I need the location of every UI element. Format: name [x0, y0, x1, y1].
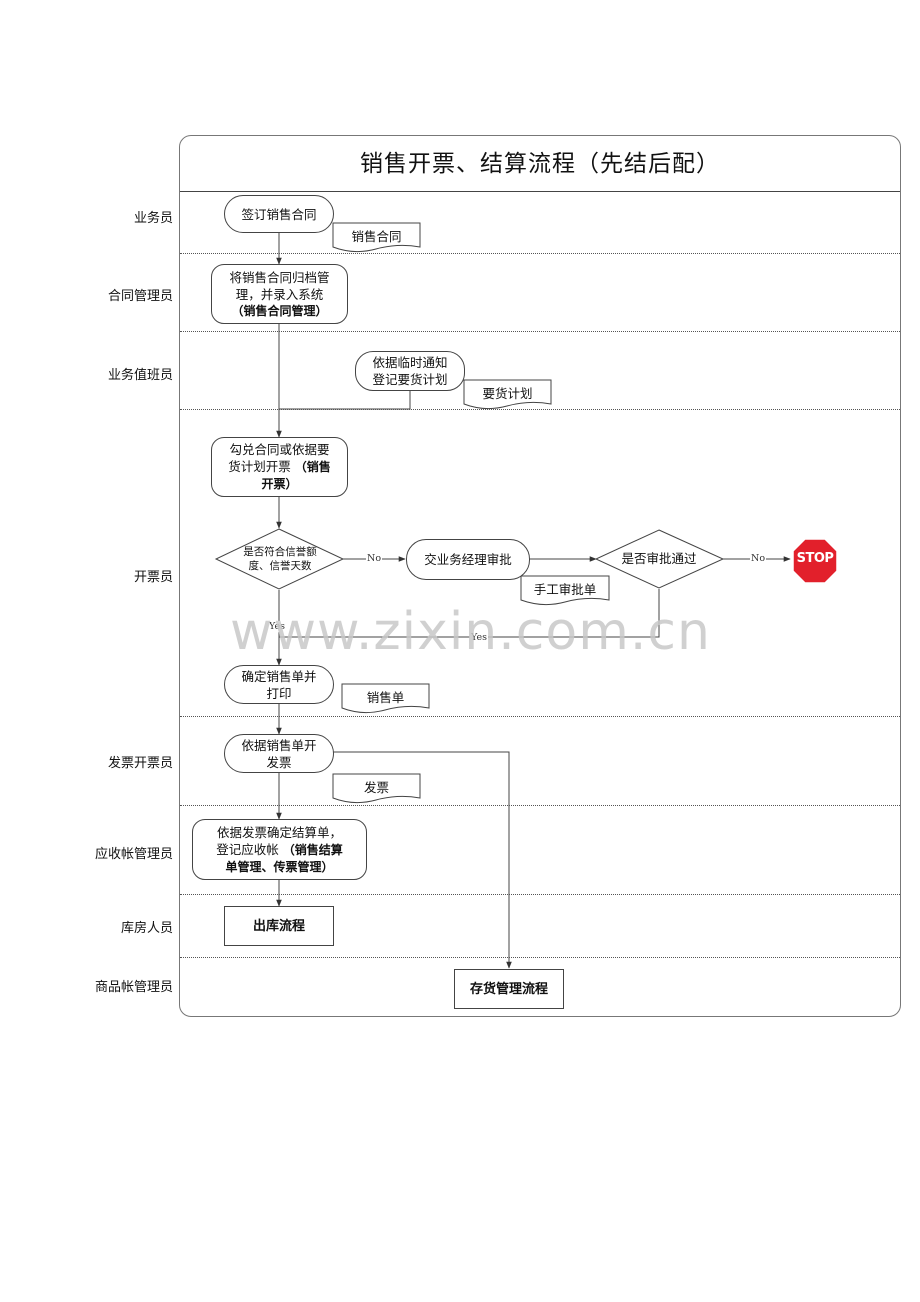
lane-separator: [180, 894, 900, 895]
register-plan-line1: 依据临时通知: [372, 355, 448, 370]
contract-doc-shape: [332, 222, 421, 253]
settlement-system-part1: （销售结算: [282, 842, 343, 857]
outbound-process-node: 出库流程: [224, 906, 334, 946]
edge-label-no-approval: No: [750, 553, 767, 564]
check-contract-system-part2: 开票）: [261, 477, 298, 491]
register-plan-node: 依据临时通知 登记要货计划: [355, 351, 465, 391]
edge-label-no-credit: No: [366, 553, 383, 564]
edge-invoice-to-inventory: [333, 751, 512, 969]
approved-check-label: 是否审批通过: [604, 549, 714, 569]
stop-sign-icon: [792, 538, 838, 584]
plan-doc-label: 要货计划: [482, 386, 533, 401]
invoice-doc-label: 发票: [363, 780, 389, 795]
lane-label-goods-ledger-admin: 商品帐管理员: [94, 980, 173, 995]
plan-doc-shape: [463, 379, 552, 410]
settlement-system-part2: 单管理、传票管理）: [225, 859, 334, 874]
archive-contract-line2: 理，并录入系统: [235, 286, 324, 302]
print-order-node: 确定销售单并 打印: [224, 665, 334, 704]
credit-check-label: 是否符合信誉额 度、信誉天数: [228, 543, 332, 575]
settlement-line1: 依据发票确定结算单，: [216, 824, 342, 840]
lane-label-salesperson: 业务员: [133, 211, 173, 226]
issue-invoice-node: 依据销售单开 发票: [224, 734, 334, 773]
issue-invoice-line1: 依据销售单开: [241, 737, 317, 753]
settlement-line2: 登记应收帐: [216, 841, 283, 857]
manager-approve-node: 交业务经理审批: [406, 539, 530, 580]
archive-contract-line1: 将销售合同归档管: [229, 269, 330, 285]
lane-separator: [180, 957, 900, 958]
print-order-line2: 打印: [266, 685, 292, 701]
lane-label-contract-admin: 合同管理员: [107, 289, 173, 304]
lane-separator: [180, 805, 900, 806]
credit-check-line1: 是否符合信誉额: [243, 546, 317, 558]
manager-approve-label: 交业务经理审批: [424, 552, 512, 567]
inventory-process-node: 存货管理流程: [454, 969, 564, 1009]
lane-separator: [180, 331, 900, 332]
settlement-node: 依据发票确定结算单， 登记应收帐 （销售结算 单管理、传票管理）: [192, 819, 367, 880]
archive-contract-node: 将销售合同归档管 理，并录入系统 （销售合同管理）: [211, 264, 348, 324]
lane-separator: [180, 253, 900, 254]
outbound-process-label: 出库流程: [252, 918, 305, 934]
lane-separator: [180, 716, 900, 717]
credit-check-line2: 度、信誉天数: [248, 560, 312, 572]
lane-separator: [180, 409, 900, 410]
archive-contract-system: （销售合同管理）: [231, 303, 328, 318]
sign-contract-label: 签订销售合同: [241, 206, 317, 222]
credit-decision-shape: [214, 528, 345, 590]
title-divider: [180, 191, 900, 192]
lane-label-warehouse-staff: 库房人员: [120, 921, 173, 936]
lane-label-duty-officer: 业务值班员: [107, 368, 173, 383]
check-contract-system-part1: （销售: [294, 460, 331, 474]
check-contract-node: 勾兑合同或依据要 货计划开票 （销售 开票）: [211, 437, 348, 497]
approved-check-text: 是否审批通过: [621, 551, 697, 566]
print-order-line1: 确定销售单并: [241, 668, 317, 684]
contract-doc-label: 销售合同: [351, 229, 402, 244]
approval-decision-shape: [594, 529, 725, 589]
diagram-title: 销售开票、结算流程（先结后配）: [360, 151, 720, 177]
check-contract-line1: 勾兑合同或依据要: [229, 442, 330, 457]
swimlane-frame: [179, 135, 901, 1017]
sign-contract-node: 签订销售合同: [224, 195, 334, 233]
manual-approval-doc-label: 手工审批单: [533, 582, 597, 597]
manual-approval-doc-shape: [520, 575, 610, 606]
stop-label: STOP: [796, 551, 834, 566]
lane-label-invoice-issuer: 发票开票员: [107, 756, 173, 771]
lane-label-invoicer: 开票员: [133, 570, 173, 585]
sales-order-doc-label: 销售单: [366, 690, 405, 705]
edge-label-yes-approval: Yes: [470, 632, 488, 643]
issue-invoice-line2: 发票: [266, 754, 292, 770]
invoice-doc-shape: [332, 773, 421, 804]
edge-label-yes-credit: Yes: [268, 621, 286, 632]
sales-order-doc-shape: [341, 683, 430, 714]
lane-label-receivables-admin: 应收帐管理员: [94, 847, 173, 862]
check-contract-line2: 货计划开票: [228, 459, 295, 474]
inventory-process-label: 存货管理流程: [469, 981, 548, 997]
edge-approved-yes: [279, 589, 660, 638]
register-plan-line2: 登记要货计划: [372, 372, 448, 387]
